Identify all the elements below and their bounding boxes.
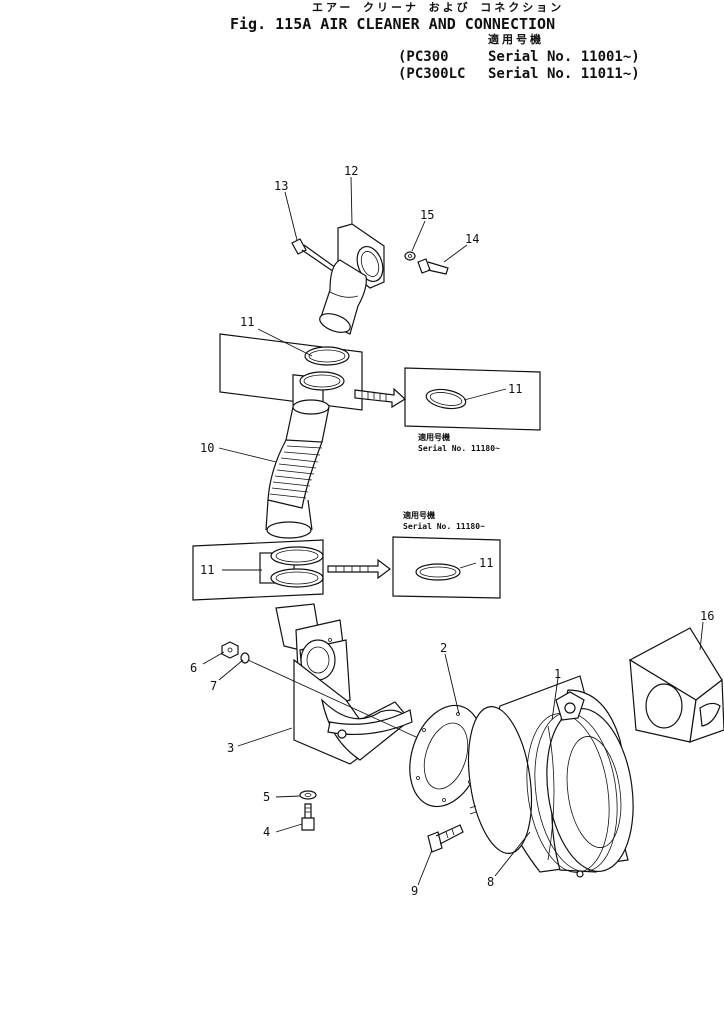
part-12-elbow: [319, 223, 385, 335]
part-5-washer: [299, 790, 317, 800]
arrow-top: [354, 387, 406, 409]
part-13-bolt: [291, 238, 337, 273]
serial-pc300: Serial No. 11001~): [488, 49, 640, 65]
part-14-bolt: [417, 258, 449, 275]
applicable-label-jp: 適用号機: [488, 32, 544, 46]
part-7-washer: [240, 652, 250, 664]
callout-11-top-inset: 11: [508, 382, 522, 396]
part-16-bracket: [628, 627, 724, 743]
part-10-flex-hose: [265, 399, 330, 539]
arrow-bottom: [327, 558, 391, 580]
part-9-bolt: [427, 824, 464, 853]
callout-10: 10: [200, 441, 214, 455]
inset-bottom: [392, 536, 501, 599]
model-pc300: (PC300: [398, 49, 449, 65]
inset-bottom-applicable-jp: 適用号機: [403, 510, 435, 520]
callout-15: 15: [420, 208, 434, 222]
serial-pc300lc: Serial No. 11011~): [488, 66, 640, 82]
callout-13: 13: [274, 179, 288, 193]
leader-lines: [202, 176, 704, 886]
figure-title: Fig. 115A AIR CLEANER AND CONNECTION: [230, 15, 555, 33]
clamp-box-bottom: [192, 539, 324, 601]
inset-top-applicable-jp: 適用号機: [418, 432, 450, 442]
callout-16: 16: [700, 609, 714, 623]
assembly-line-nut: [247, 659, 441, 749]
callout-2: 2: [440, 641, 447, 655]
japanese-title: エアー クリーナ および コネクション: [312, 0, 564, 14]
part-1-air-cleaner: [467, 675, 634, 878]
part-15-washer: [404, 251, 416, 261]
callout-11-bottom-box: 11: [200, 563, 214, 577]
callout-9: 9: [411, 884, 418, 898]
callout-11-top-box: 11: [240, 315, 254, 329]
callout-1: 1: [554, 667, 561, 681]
callout-5: 5: [263, 790, 270, 804]
part-2-gasket: [409, 704, 483, 808]
callout-14: 14: [465, 232, 479, 246]
callout-12: 12: [344, 164, 358, 178]
part-8-cover-clamp: [547, 725, 555, 861]
inset-top-serial-note: Serial No. 11180~: [418, 443, 500, 453]
part-3-bracket: [275, 603, 413, 765]
callout-4: 4: [263, 825, 270, 839]
part-4-bolt: [301, 803, 315, 831]
model-pc300lc: (PC300LC: [398, 66, 465, 82]
part-6-nut: [221, 641, 239, 659]
callout-11-bottom-inset: 11: [479, 556, 493, 570]
inset-top: [404, 367, 541, 431]
inset-bottom-serial-note: Serial No. 11180~: [403, 521, 485, 531]
callout-8: 8: [487, 875, 494, 889]
callout-6: 6: [190, 661, 197, 675]
callout-7: 7: [210, 679, 217, 693]
callout-3: 3: [227, 741, 234, 755]
